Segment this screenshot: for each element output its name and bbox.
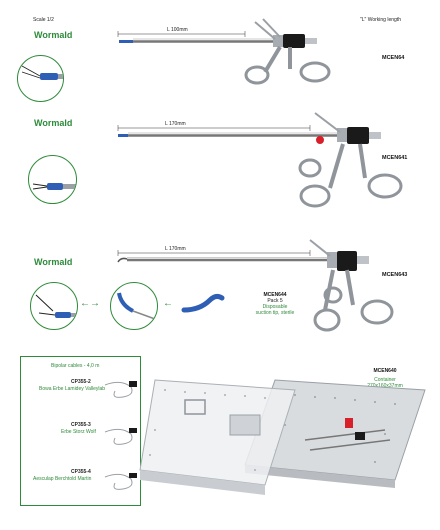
container-code: MCEN640 bbox=[373, 368, 397, 374]
brand-label: Wormald bbox=[34, 30, 73, 40]
brand-label: Wormald bbox=[34, 257, 73, 267]
suction-tip-drawing bbox=[117, 292, 156, 320]
instrument-2-drawing bbox=[117, 112, 403, 208]
instrument-3-drawing bbox=[117, 239, 394, 332]
product-code: MCEN64 bbox=[382, 55, 405, 61]
cable-code: CP355-2 bbox=[71, 379, 91, 385]
length-label: L 170mm bbox=[165, 246, 186, 252]
cable-drawing bbox=[104, 381, 137, 398]
container-label: Container bbox=[374, 377, 396, 383]
working-length-note: "L" Working length bbox=[360, 17, 401, 23]
container-dims: 270x160x37mm bbox=[367, 383, 403, 389]
tip-detail-circle bbox=[28, 155, 77, 204]
instrument-1-drawing bbox=[117, 18, 331, 85]
arrow-left-icon: ← bbox=[163, 298, 173, 309]
bipolar-cables-panel: Bipolar cables - 4,0 m CP355-2 Bowa Erbe… bbox=[20, 356, 141, 506]
cable-desc: Bowa Erbe Lamidey Valleylab bbox=[39, 386, 106, 392]
suction-detail-circle-right bbox=[110, 282, 158, 330]
arrow-left-icon: ←→ bbox=[80, 298, 100, 309]
cable-drawing bbox=[104, 428, 137, 445]
suction-desc-2: suction tip, sterile bbox=[255, 310, 295, 316]
cable-code: CP355-3 bbox=[71, 422, 91, 428]
suction-tip-info: MCEN644 Pack 5 Disposable suction tip, s… bbox=[245, 292, 305, 316]
suction-pack: Pack 5 bbox=[267, 298, 283, 304]
cable-drawing bbox=[104, 473, 137, 490]
tip-detail-circle bbox=[17, 55, 64, 102]
tip-detail-drawing bbox=[21, 65, 63, 80]
suction-code: MCEN644 bbox=[263, 292, 287, 298]
cables-title: Bipolar cables - 4,0 m bbox=[51, 363, 100, 369]
product-code: MCEN641 bbox=[382, 155, 408, 161]
container-info: MCEN640 Container 270x160x37mm bbox=[355, 368, 415, 389]
suction-detail-drawing bbox=[35, 294, 77, 318]
container-drawing bbox=[139, 379, 426, 495]
product-code: MCEN643 bbox=[382, 272, 408, 278]
cable-desc: Erbe Storz Wolf bbox=[61, 429, 96, 435]
length-label: L 100mm bbox=[167, 27, 188, 33]
suction-desc-1: Disposable bbox=[262, 304, 288, 310]
length-label: L 170mm bbox=[165, 121, 186, 127]
cable-code: CP355-4 bbox=[71, 469, 91, 475]
tip-detail-drawing bbox=[32, 183, 76, 190]
scale-label: Scale 1/2 bbox=[33, 17, 54, 23]
suction-detail-circle-left bbox=[30, 282, 78, 330]
brand-label: Wormald bbox=[34, 118, 73, 128]
suction-tip-product-drawing bbox=[181, 293, 225, 313]
cable-desc: Aesculap Berchtold Martin bbox=[33, 476, 92, 482]
